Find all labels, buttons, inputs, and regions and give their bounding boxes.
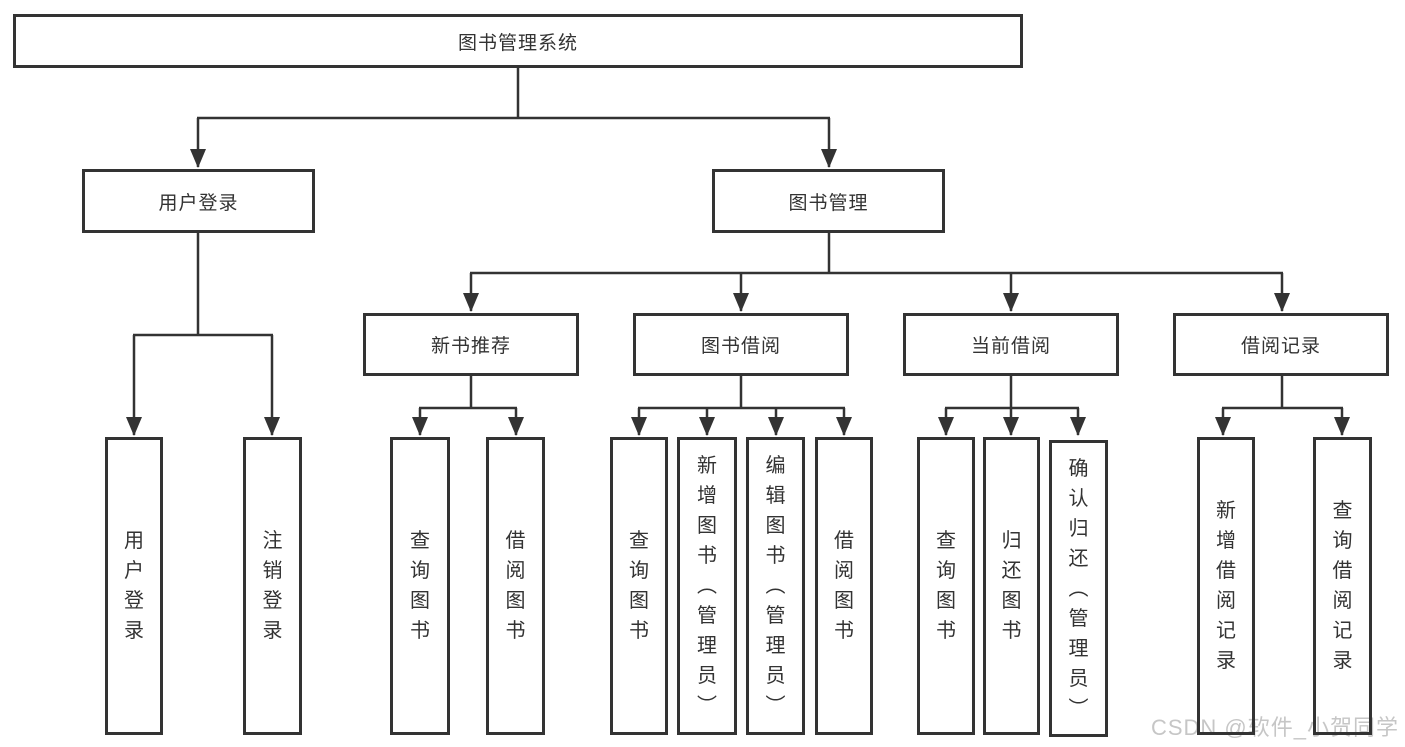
leaf-borrow-books-borrowing: 借 阅 图 书 — [815, 437, 873, 735]
leaf-edit-books-admin: 编 辑 图 书 ︵ 管 理 员 ︶ — [746, 437, 805, 735]
leaf-return-books: 归 还 图 书 — [983, 437, 1040, 735]
leaf-label: 查 询 借 阅 记 录 — [1332, 500, 1353, 672]
node-library-system: 图书管理系统 — [13, 14, 1023, 68]
leaf-query-books-current: 查 询 图 书 — [917, 437, 975, 735]
leaf-label: 新 增 借 阅 记 录 — [1216, 500, 1236, 672]
node-label: 图书管理系统 — [457, 32, 578, 54]
leaf-query-books-recommend: 查 询 图 书 — [390, 437, 450, 735]
watermark-text: CSDN @软件_小贺同学 — [1150, 715, 1399, 740]
leaf-label: 归 还 图 书 — [1001, 530, 1022, 642]
leaf-logout: 注 销 登 录 — [243, 437, 302, 735]
node-new-book-recommend: 新书推荐 — [363, 313, 579, 376]
leaf-borrow-books-recommend: 借 阅 图 书 — [486, 437, 545, 735]
leaf-label: 注 销 登 录 — [262, 530, 283, 642]
node-label: 新书推荐 — [430, 336, 511, 357]
leaf-label: 借 阅 图 书 — [834, 530, 854, 642]
node-current-borrowing: 当前借阅 — [903, 313, 1119, 376]
node-label: 图书借阅 — [700, 336, 781, 357]
leaf-label: 新 增 图 书 ︵ 管 理 员 ︶ — [697, 455, 717, 717]
node-label: 借阅记录 — [1240, 336, 1321, 357]
node-label: 图书管理 — [788, 192, 869, 214]
node-label: 当前借阅 — [970, 336, 1051, 357]
node-user-login: 用户登录 — [82, 169, 315, 233]
leaf-query-books-borrowing: 查 询 图 书 — [610, 437, 668, 735]
leaf-add-borrow-record: 新 增 借 阅 记 录 — [1197, 437, 1255, 735]
node-book-management: 图书管理 — [712, 169, 945, 233]
leaf-label: 借 阅 图 书 — [505, 530, 526, 642]
leaf-add-books-admin: 新 增 图 书 ︵ 管 理 员 ︶ — [677, 437, 737, 735]
node-book-borrowing: 图书借阅 — [633, 313, 849, 376]
leaf-label: 确 认 归 还 ︵ 管 理 员 ︶ — [1068, 457, 1089, 720]
leaf-label: 查 询 图 书 — [936, 530, 956, 642]
leaf-confirm-return-admin: 确 认 归 还 ︵ 管 理 员 ︶ — [1049, 440, 1108, 737]
leaf-label: 查 询 图 书 — [410, 530, 430, 642]
leaf-user-login: 用 户 登 录 — [105, 437, 163, 735]
leaf-label: 查 询 图 书 — [629, 530, 649, 642]
leaf-query-borrow-record: 查 询 借 阅 记 录 — [1313, 437, 1372, 735]
node-label: 用户登录 — [158, 192, 239, 214]
leaf-label: 用 户 登 录 — [124, 530, 144, 642]
node-borrowing-records: 借阅记录 — [1173, 313, 1389, 376]
leaf-label: 编 辑 图 书 ︵ 管 理 员 ︶ — [765, 455, 786, 717]
